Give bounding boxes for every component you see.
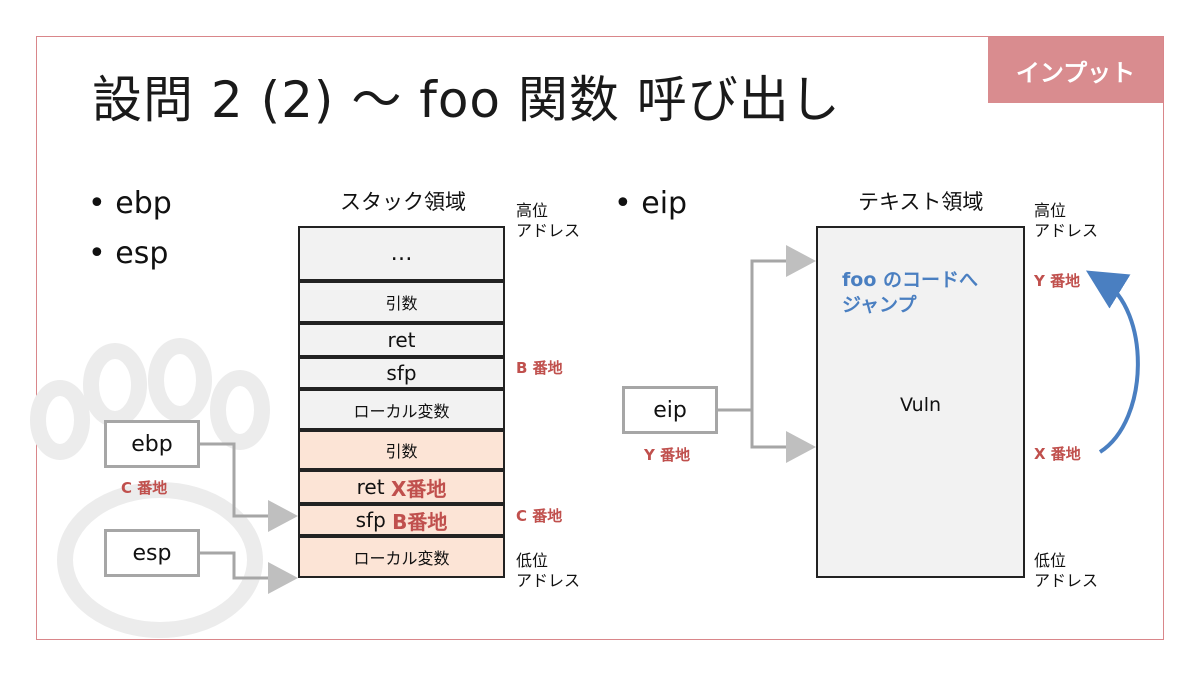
jump-arrow bbox=[1085, 270, 1140, 454]
eip-to-y-line bbox=[750, 259, 786, 410]
eip-to-x-arrowhead bbox=[786, 431, 816, 463]
text-marker-y: Y 番地 bbox=[1034, 272, 1081, 290]
ebp-pointer-line bbox=[200, 442, 268, 518]
stack-high-address: 高位アドレス bbox=[516, 201, 581, 240]
text-low-address: 低位アドレス bbox=[1034, 551, 1099, 590]
stack-cell-ret-caller: ret bbox=[298, 323, 505, 357]
register-ebp: ebp bbox=[104, 420, 200, 468]
input-tag: インプット bbox=[988, 37, 1163, 103]
text-high-address: 高位アドレス bbox=[1034, 201, 1099, 240]
stack-cell-args-foo: 引数 bbox=[298, 430, 505, 470]
stack-marker-c: C 番地 bbox=[516, 507, 563, 525]
jump-note: foo のコードへジャンプ bbox=[842, 269, 978, 316]
esp-pointer-line bbox=[200, 551, 268, 580]
text-heading: テキスト領域 bbox=[858, 190, 984, 214]
vuln-label: Vuln bbox=[899, 394, 942, 416]
stack-heading: スタック領域 bbox=[340, 190, 466, 214]
stack-cell-sfp-foo: sfp B番地 bbox=[298, 504, 505, 536]
bullet-esp: • esp bbox=[88, 236, 169, 271]
bullet-eip: • eip bbox=[614, 186, 688, 221]
stack-cell-sfp-caller: sfp bbox=[298, 357, 505, 389]
register-eip: eip bbox=[622, 386, 718, 434]
page-title: 設問 2 (2) ～ foo 関数 呼び出し bbox=[92, 71, 841, 129]
stack-cell-locals-caller: ローカル変数 bbox=[298, 389, 505, 430]
eip-to-y-arrowhead bbox=[786, 245, 816, 277]
esp-pointer-arrowhead bbox=[268, 562, 298, 594]
eip-to-x-line bbox=[750, 410, 786, 449]
slide-frame bbox=[36, 36, 1164, 640]
register-eip-value: Y 番地 bbox=[644, 446, 691, 464]
stack-cell-args-caller: 引数 bbox=[298, 281, 505, 323]
register-esp: esp bbox=[104, 529, 200, 577]
stack-cell-ellipsis: … bbox=[298, 226, 505, 281]
stack-marker-b: B 番地 bbox=[516, 359, 563, 377]
stack-cell-locals-foo: ローカル変数 bbox=[298, 536, 505, 578]
stack-cell-ret-foo: ret X番地 bbox=[298, 470, 505, 504]
stack-low-address: 低位アドレス bbox=[516, 551, 581, 590]
text-marker-x: X 番地 bbox=[1034, 445, 1081, 463]
ebp-pointer-arrowhead bbox=[268, 500, 298, 532]
text-segment-box bbox=[816, 226, 1025, 578]
register-ebp-value: C 番地 bbox=[121, 479, 168, 497]
bullet-ebp: • ebp bbox=[88, 186, 172, 221]
